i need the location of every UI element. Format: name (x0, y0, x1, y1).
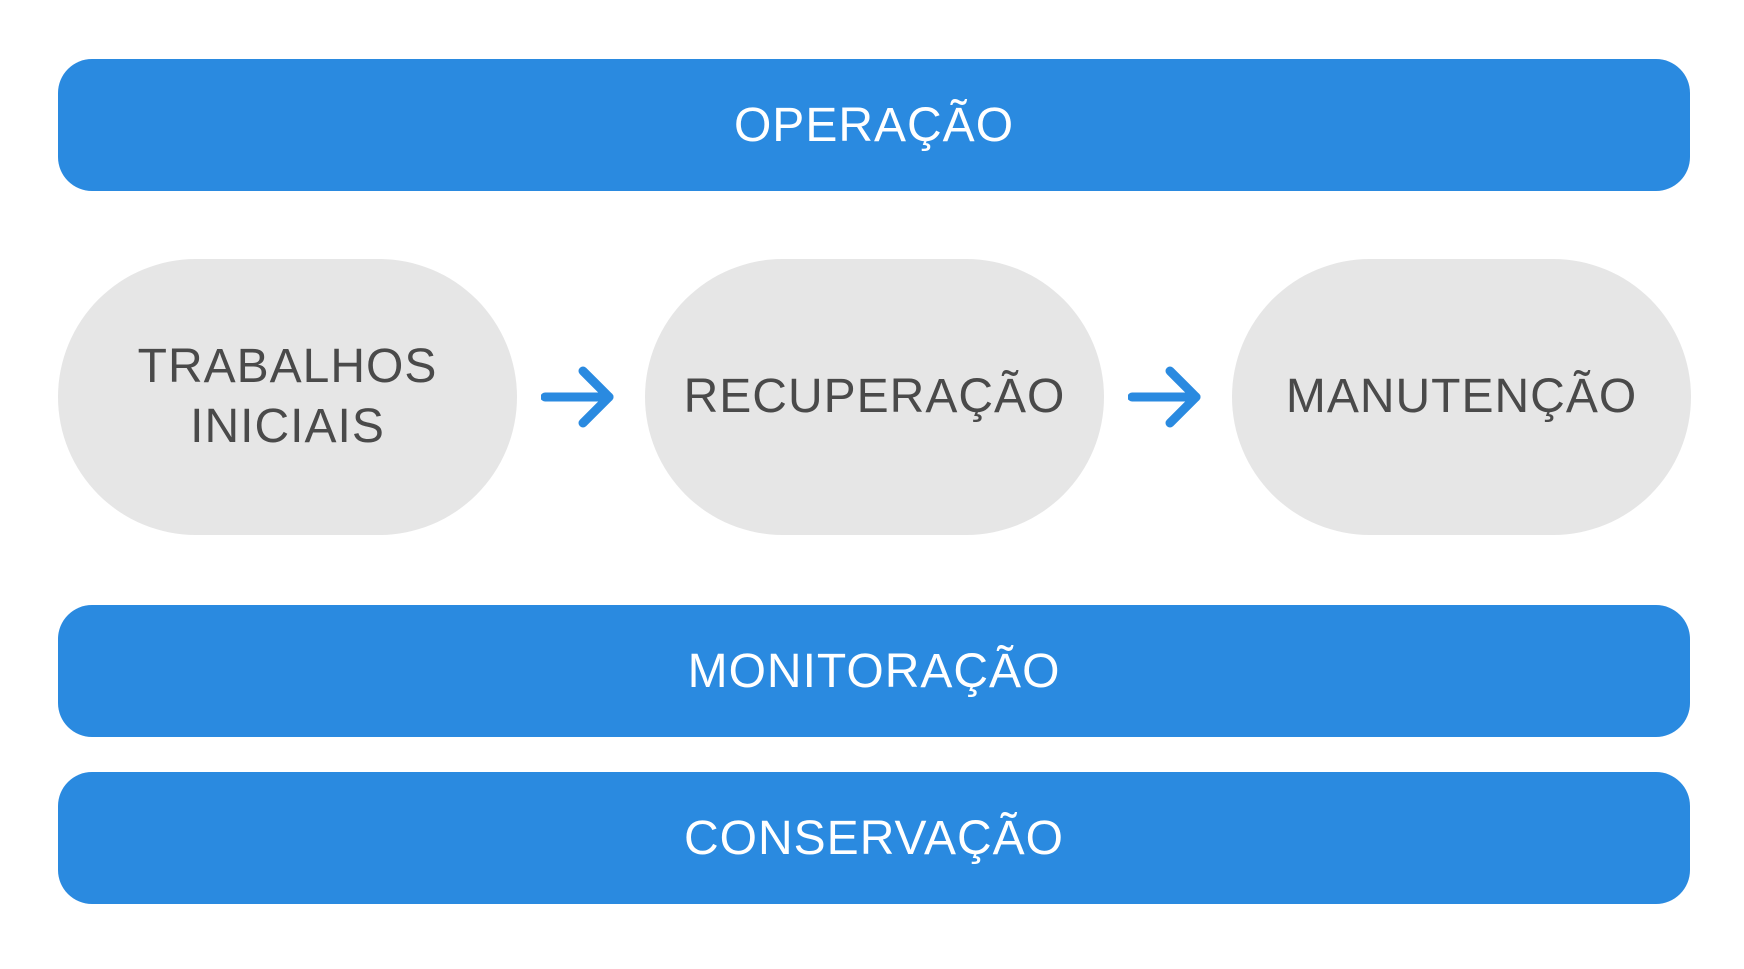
monitoring-bar: MONITORAÇÃO (58, 605, 1690, 737)
operation-label: OPERAÇÃO (733, 98, 1015, 152)
monitoring-label: MONITORAÇÃO (687, 644, 1061, 698)
arrow-right-icon (1128, 366, 1201, 428)
operation-bar: OPERAÇÃO (58, 59, 1690, 191)
stage-maintenance-label: MANUTENÇÃO (1285, 370, 1638, 423)
stage-recovery: RECUPERAÇÃO (645, 259, 1104, 535)
stage-initial-works-line2: INICIAIS (190, 400, 385, 453)
stage-initial-works-line1: TRABALHOS (137, 340, 438, 393)
conservation-label: CONSERVAÇÃO (684, 811, 1064, 865)
conservation-bar: CONSERVAÇÃO (58, 772, 1690, 904)
arrow-right-icon (541, 366, 614, 428)
stage-initial-works: TRABALHOS INICIAIS (58, 259, 517, 535)
stage-maintenance: MANUTENÇÃO (1232, 259, 1691, 535)
stage-recovery-label: RECUPERAÇÃO (683, 370, 1066, 423)
